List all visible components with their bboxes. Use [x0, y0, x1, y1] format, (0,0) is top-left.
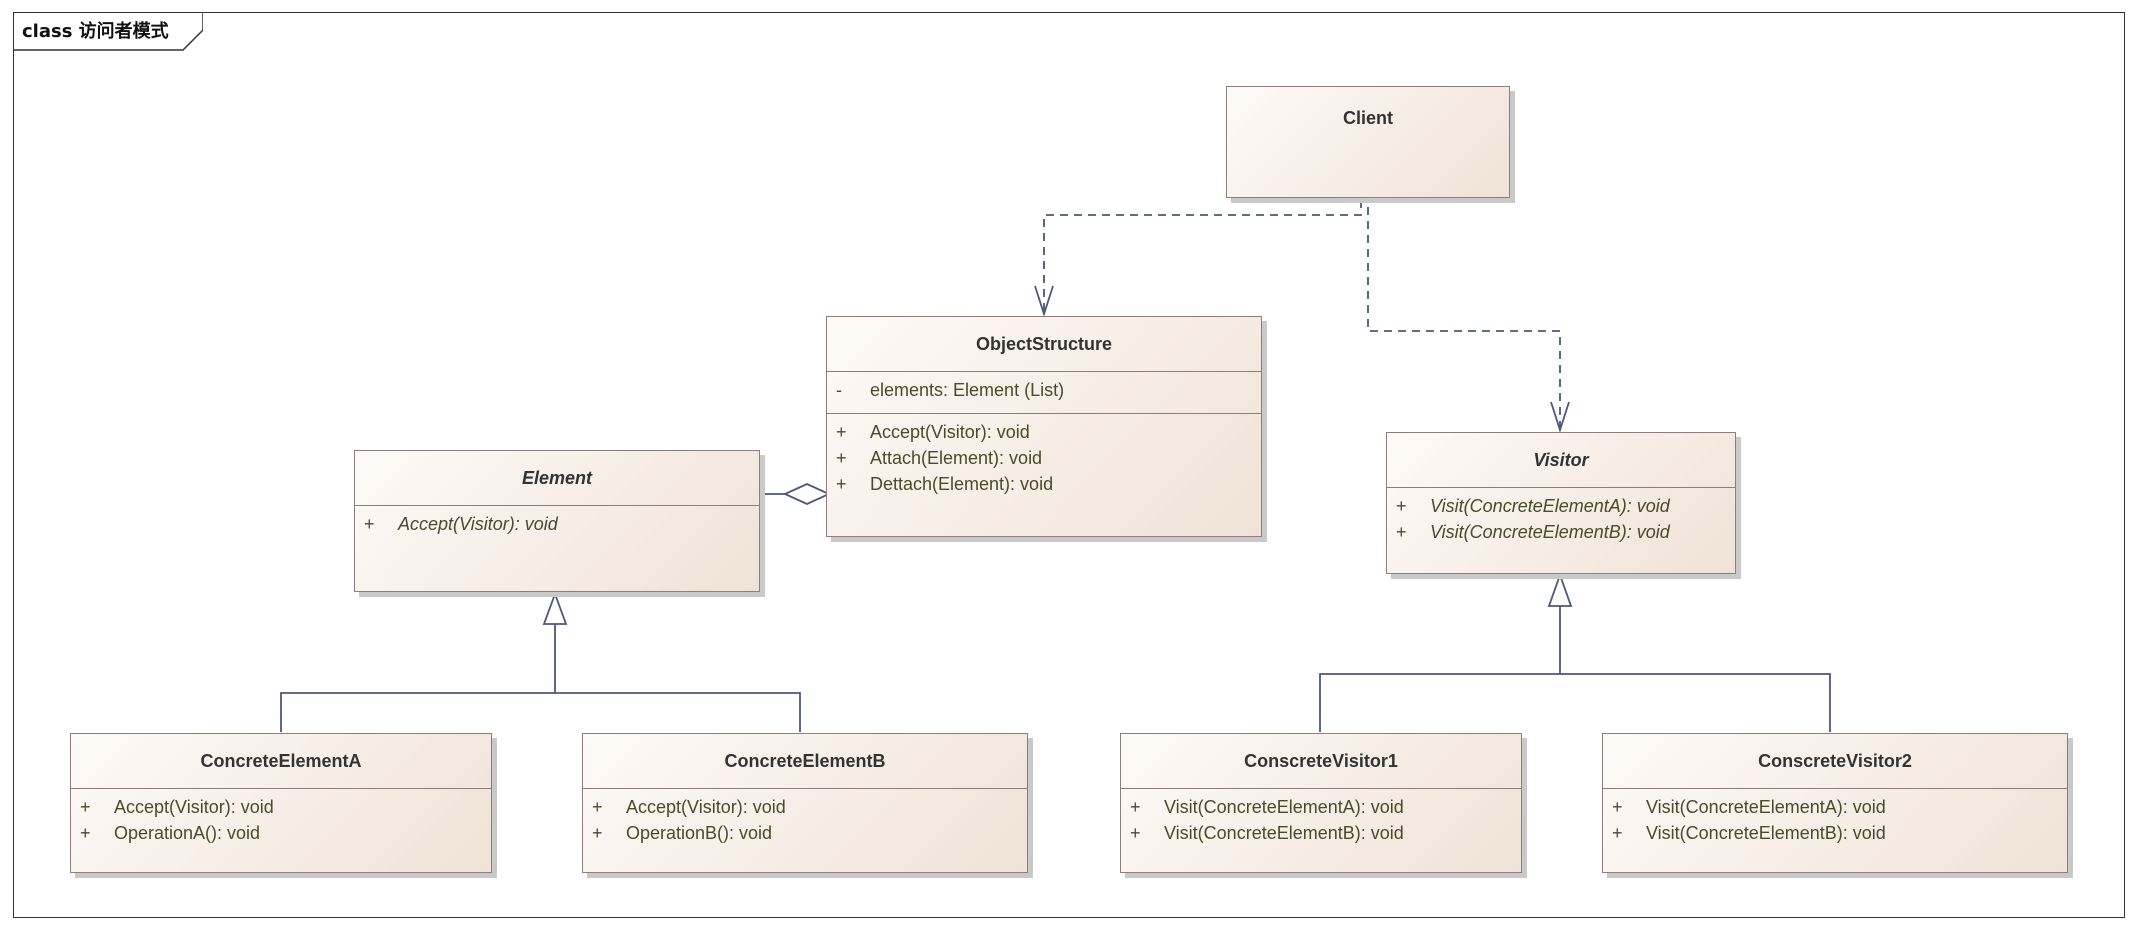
generalization-triangle-element: [542, 591, 568, 625]
class-name: ConscreteVisitor2: [1758, 750, 1912, 771]
operation-text: OperationB(): void: [626, 823, 773, 843]
operation: + Visit(ConcreteElementB): void: [1121, 820, 1521, 846]
operation-text: Dettach(Element): void: [870, 474, 1054, 494]
operation: + Accept(Visitor): void: [583, 794, 1027, 820]
operation-text: OperationA(): void: [114, 823, 261, 843]
visibility-public: +: [1130, 823, 1141, 843]
generalization-triangle-visitor: [1547, 572, 1573, 607]
visibility-public: +: [1396, 496, 1407, 516]
class-objectstructure[interactable]: ObjectStructure - elements: Element (Lis…: [826, 316, 1262, 537]
class-concreteelementa[interactable]: ConcreteElementA + Accept(Visitor): void…: [70, 733, 492, 873]
operation-text: Visit(ConcreteElementA): void: [1646, 797, 1886, 817]
class-visitor[interactable]: Visitor + Visit(ConcreteElementA): void …: [1386, 432, 1736, 574]
diagram-frame: [13, 12, 2125, 918]
generalization-line-element-a: [280, 624, 556, 732]
operation-text: Visit(ConcreteElementA): void: [1430, 496, 1670, 516]
frame-title-tab: [13, 12, 203, 51]
frame-title: class 访问者模式: [22, 21, 169, 42]
visibility-public: +: [364, 514, 375, 534]
class-conscretevisitor2[interactable]: ConscreteVisitor2 + Visit(ConcreteElemen…: [1602, 733, 2068, 873]
class-name: ConcreteElementA: [200, 750, 362, 771]
aggregation-diamond: [782, 483, 832, 505]
class-name: Element: [521, 467, 593, 488]
class-name: Visitor: [1533, 449, 1589, 470]
class-client[interactable]: Client: [1226, 86, 1510, 198]
operation: + Attach(Element): void: [827, 445, 1261, 471]
generalization-line-visitor-1: [1319, 606, 1561, 732]
attribute: - elements: Element (List): [827, 377, 1261, 403]
operation: + Visit(ConcreteElementB): void: [1603, 820, 2067, 846]
operation: + Accept(Visitor): void: [827, 419, 1261, 445]
operation: + Visit(ConcreteElementB): void: [1387, 519, 1735, 545]
class-name: Client: [1342, 107, 1393, 128]
dependency-arrowhead-visitor: [1550, 401, 1570, 433]
visibility-public: +: [1396, 522, 1407, 542]
operation: + Accept(Visitor): void: [355, 511, 759, 537]
visibility-public: +: [1612, 823, 1623, 843]
class-element[interactable]: Element + Accept(Visitor): void: [354, 450, 760, 592]
operations-compartment: + Visit(ConcreteElementA): void + Visit(…: [1603, 788, 2067, 846]
operations-compartment: + Accept(Visitor): void + Attach(Element…: [827, 413, 1261, 497]
class-name: ConscreteVisitor1: [1244, 750, 1398, 771]
operation-text: Visit(ConcreteElementA): void: [1164, 797, 1404, 817]
operations-compartment: + Accept(Visitor): void + OperationA(): …: [71, 788, 491, 846]
class-conscretevisitor1[interactable]: ConscreteVisitor1 + Visit(ConcreteElemen…: [1120, 733, 1522, 873]
visibility-public: +: [592, 823, 603, 843]
generalization-line-visitor-2: [1560, 673, 1831, 732]
operation: + Visit(ConcreteElementA): void: [1121, 794, 1521, 820]
operations-compartment: + Visit(ConcreteElementA): void + Visit(…: [1121, 788, 1521, 846]
attribute-text: elements: Element (List): [870, 380, 1065, 400]
attributes-compartment: - elements: Element (List): [827, 371, 1261, 413]
class-name: ConcreteElementB: [724, 750, 886, 771]
operation: + OperationB(): void: [583, 820, 1027, 846]
operations-compartment: + Accept(Visitor): void: [355, 505, 759, 537]
operations-compartment: + Visit(ConcreteElementA): void + Visit(…: [1387, 487, 1735, 545]
operation: + Dettach(Element): void: [827, 471, 1261, 497]
visibility-public: +: [592, 797, 603, 817]
visibility-public: +: [836, 448, 847, 468]
operation: + OperationA(): void: [71, 820, 491, 846]
operation: + Visit(ConcreteElementA): void: [1387, 493, 1735, 519]
visibility-private: -: [836, 380, 842, 400]
class-concreteelementb[interactable]: ConcreteElementB + Accept(Visitor): void…: [582, 733, 1028, 873]
operation: + Accept(Visitor): void: [71, 794, 491, 820]
generalization-line-element-b: [555, 692, 801, 732]
visibility-public: +: [836, 422, 847, 442]
visibility-public: +: [836, 474, 847, 494]
operation-text: Accept(Visitor): void: [626, 797, 786, 817]
visibility-public: +: [1130, 797, 1141, 817]
visibility-public: +: [80, 797, 91, 817]
operation-text: Accept(Visitor): void: [114, 797, 274, 817]
visibility-public: +: [1612, 797, 1623, 817]
visibility-public: +: [80, 823, 91, 843]
operation-text: Visit(ConcreteElementB): void: [1646, 823, 1886, 843]
operation-text: Accept(Visitor): void: [870, 422, 1030, 442]
operation-text: Attach(Element): void: [870, 448, 1043, 468]
operations-compartment: + Accept(Visitor): void + OperationB(): …: [583, 788, 1027, 846]
class-name: ObjectStructure: [975, 333, 1113, 354]
dependency-arrowhead-objectstructure: [1034, 285, 1054, 317]
operation-text: Accept(Visitor): void: [398, 514, 558, 534]
operation: + Visit(ConcreteElementA): void: [1603, 794, 2067, 820]
dependency-client-visitor: [1361, 199, 1561, 430]
operation-text: Visit(ConcreteElementB): void: [1164, 823, 1404, 843]
dependency-client-objectstructure: [1043, 200, 1362, 314]
operation-text: Visit(ConcreteElementB): void: [1430, 522, 1670, 542]
